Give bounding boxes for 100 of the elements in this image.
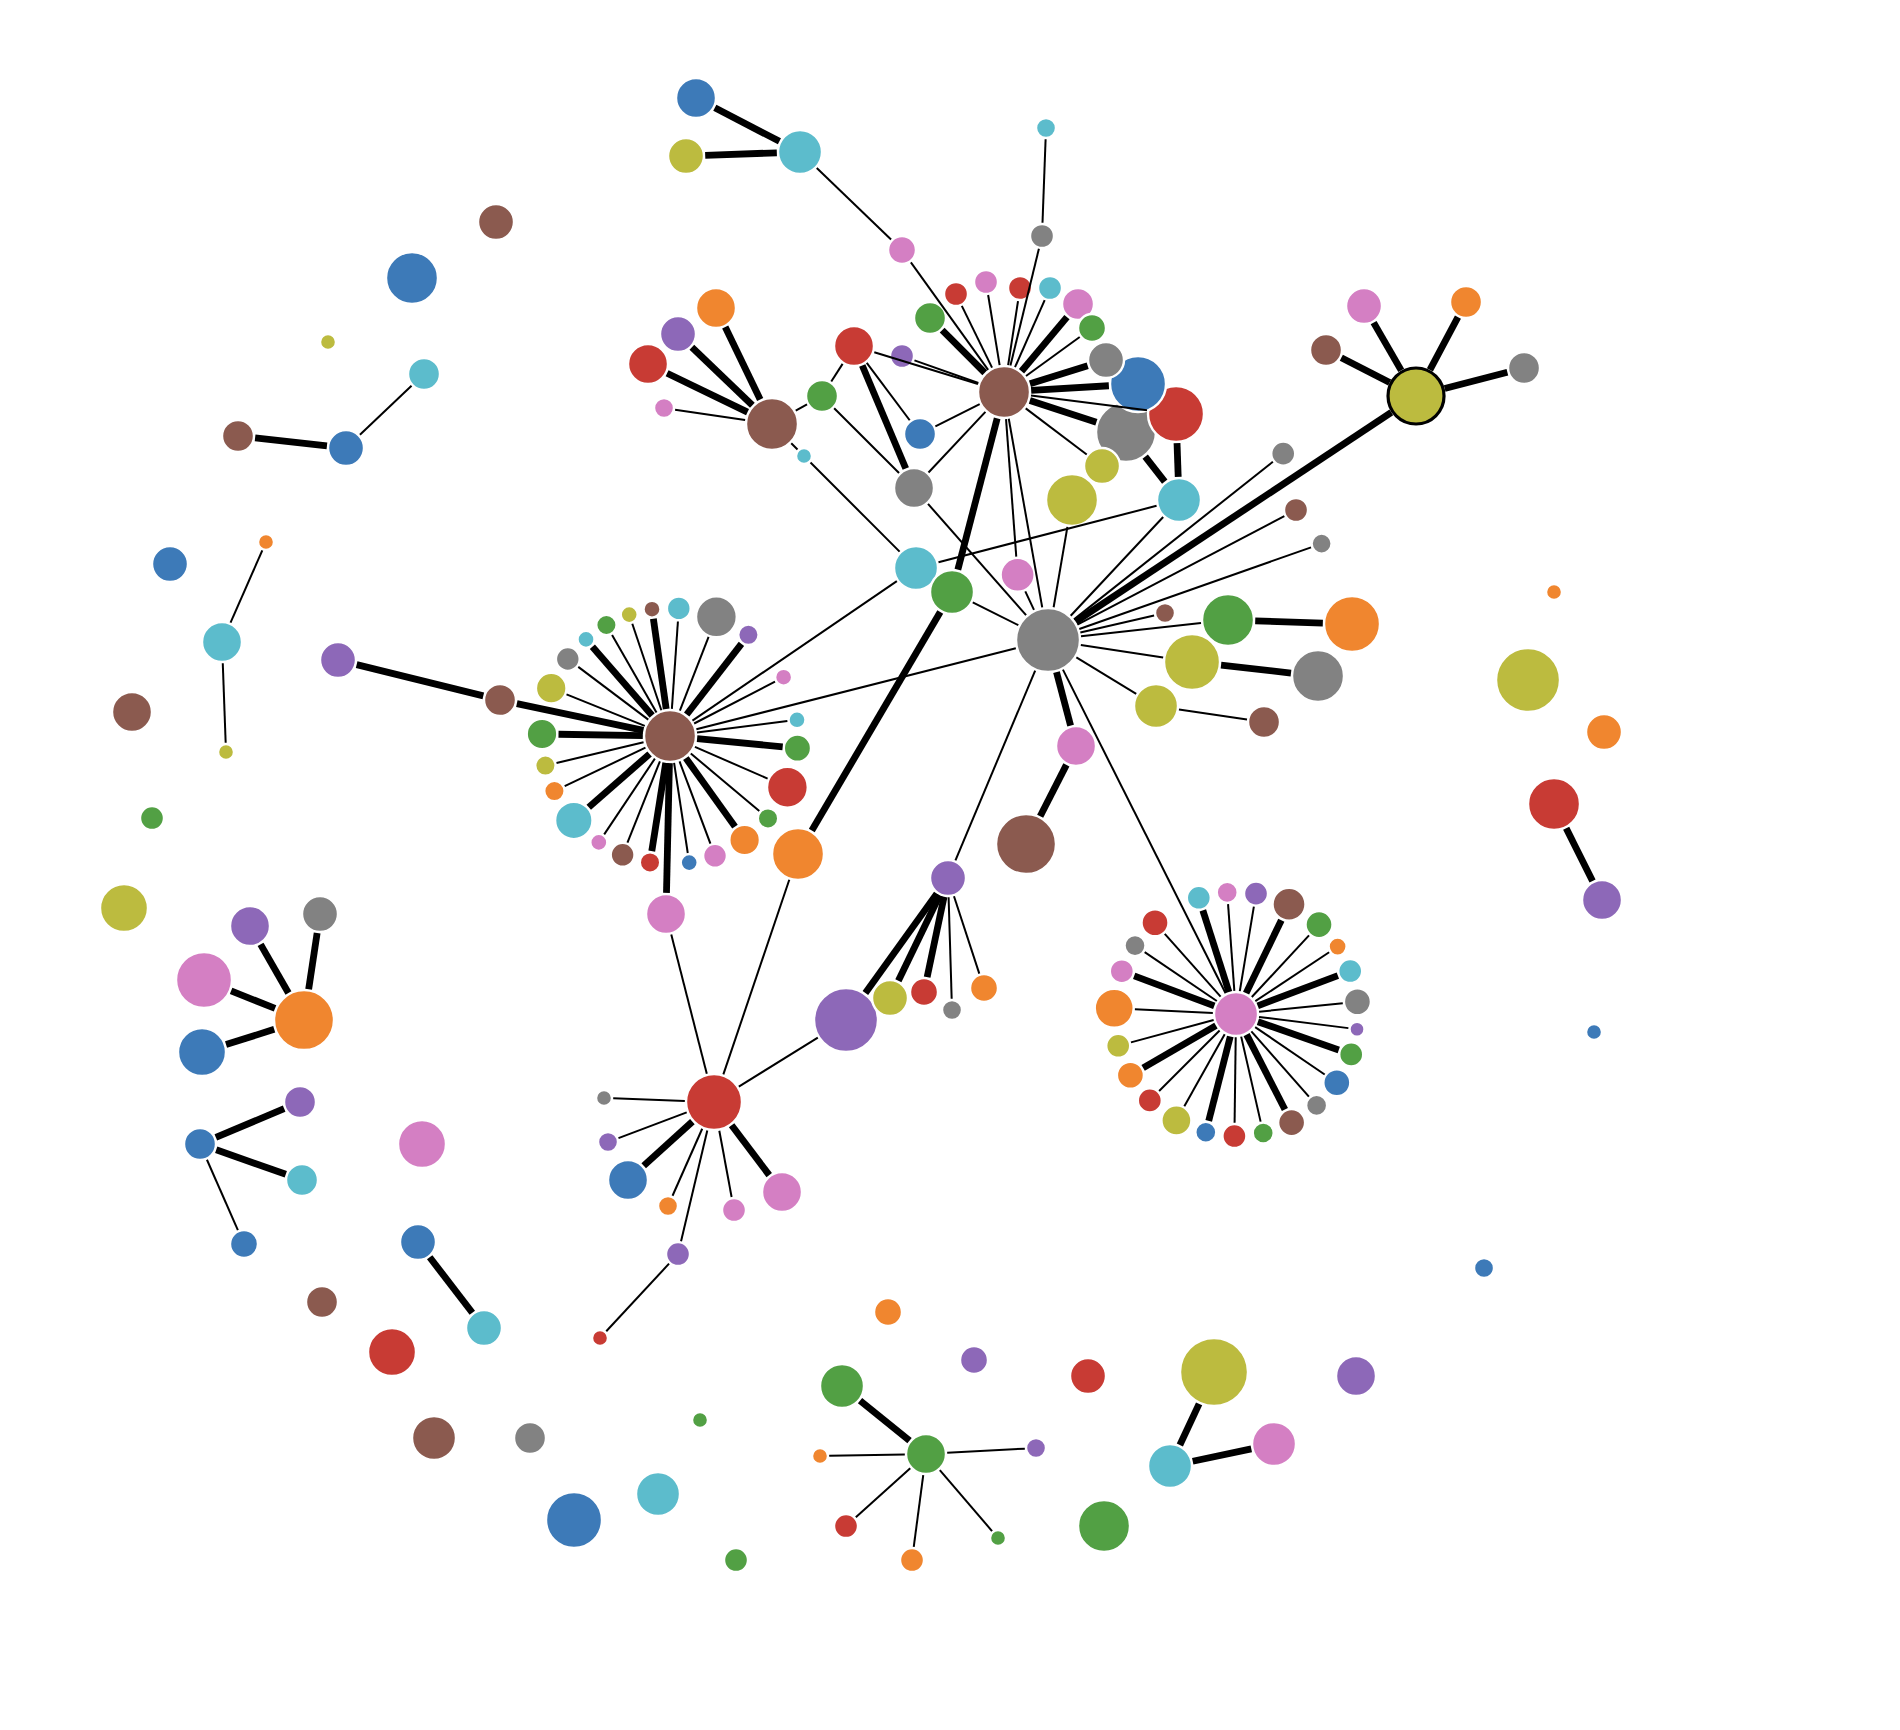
circle-node	[958, 1344, 990, 1376]
circle-node	[1115, 1060, 1146, 1090]
circle-node	[832, 1512, 860, 1540]
link-line	[809, 461, 901, 553]
link-line	[670, 933, 708, 1075]
circle-node	[1310, 532, 1333, 555]
circle-node	[576, 629, 596, 650]
circle-node	[384, 250, 440, 306]
link-line	[1443, 369, 1509, 392]
link-line	[1254, 1026, 1326, 1076]
link-line	[696, 720, 789, 734]
link-line	[1080, 622, 1202, 638]
circle-node	[1544, 582, 1564, 602]
circle-node	[200, 620, 244, 664]
link-line	[1258, 1015, 1350, 1030]
circle-node	[804, 378, 840, 414]
link-line	[1426, 315, 1461, 372]
link-line	[680, 1129, 709, 1243]
circle-node	[1337, 957, 1364, 985]
link-line	[215, 1146, 287, 1178]
circle-node	[770, 826, 826, 882]
link-line	[563, 746, 647, 788]
link-line	[516, 700, 645, 734]
circle-node	[1076, 312, 1108, 344]
link-line	[1205, 1035, 1234, 1122]
link-line	[946, 1447, 1026, 1454]
link-line	[1007, 417, 1044, 609]
circle-node	[737, 623, 760, 647]
link-line	[565, 693, 646, 727]
link-line	[257, 942, 292, 995]
circle-node	[642, 708, 698, 764]
link-line	[927, 410, 987, 474]
circle-node	[1304, 1093, 1329, 1118]
circle-node	[1185, 884, 1212, 911]
link-line	[1370, 320, 1405, 373]
link-line	[1024, 407, 1088, 456]
link-line	[689, 752, 761, 813]
circle-node	[928, 858, 968, 898]
link-line	[1133, 1008, 1214, 1014]
circle-node	[940, 998, 964, 1022]
circle-node	[619, 604, 639, 625]
circle-node	[642, 599, 662, 619]
circle-node	[728, 823, 762, 857]
link-line	[427, 1255, 475, 1315]
link-line	[229, 987, 277, 1012]
circle-node	[1334, 1354, 1378, 1398]
link-line	[358, 384, 413, 436]
circle-node	[228, 1228, 260, 1260]
circle-node	[904, 1432, 948, 1476]
circle-node	[902, 416, 938, 452]
link-line	[895, 893, 943, 983]
circle-node	[1136, 1087, 1163, 1114]
link-line	[971, 601, 1020, 627]
link-line	[691, 580, 898, 722]
circle-node	[1200, 592, 1256, 648]
circle-node	[665, 595, 692, 622]
circle-node	[1212, 990, 1260, 1038]
circle-node	[1344, 286, 1384, 326]
link-line	[355, 661, 485, 700]
link-line	[912, 1474, 925, 1548]
circle-node	[1076, 1498, 1132, 1554]
link-line	[1254, 951, 1331, 1003]
link-line	[1258, 1002, 1344, 1013]
circle-node	[318, 640, 358, 680]
link-line	[728, 1123, 772, 1178]
circle-node	[1348, 1020, 1366, 1038]
circle-node	[318, 332, 338, 352]
link-line	[1037, 763, 1070, 818]
circle-node	[787, 710, 807, 730]
link-line	[1133, 972, 1216, 1010]
link-line	[808, 610, 944, 833]
circle-node	[512, 1420, 548, 1456]
circle-node	[464, 1308, 504, 1348]
circle-node	[406, 356, 442, 392]
circle-node	[1246, 704, 1282, 740]
circle-node	[720, 1196, 748, 1224]
circle-node	[773, 667, 794, 687]
link-line	[1014, 299, 1046, 369]
link-line	[790, 442, 799, 451]
circle-node	[1068, 1356, 1108, 1396]
link-line	[865, 361, 911, 422]
link-line	[862, 891, 940, 996]
link-line	[1018, 314, 1070, 374]
link-line	[954, 417, 1001, 571]
link-line	[1069, 515, 1165, 617]
link-line	[673, 761, 689, 854]
link-line	[954, 669, 1037, 862]
link-line	[1255, 617, 1323, 627]
link-line	[828, 1453, 906, 1457]
link-line	[1028, 397, 1098, 426]
circle-node	[1276, 1107, 1307, 1138]
link-line	[722, 325, 764, 401]
link-line	[1158, 1029, 1221, 1093]
circle-node	[658, 314, 698, 354]
circle-node	[794, 446, 814, 466]
circle-node	[1082, 446, 1122, 486]
link-line	[695, 647, 1017, 731]
circle-node	[1014, 606, 1082, 674]
link-line	[603, 757, 656, 836]
circle-node	[972, 268, 1000, 296]
